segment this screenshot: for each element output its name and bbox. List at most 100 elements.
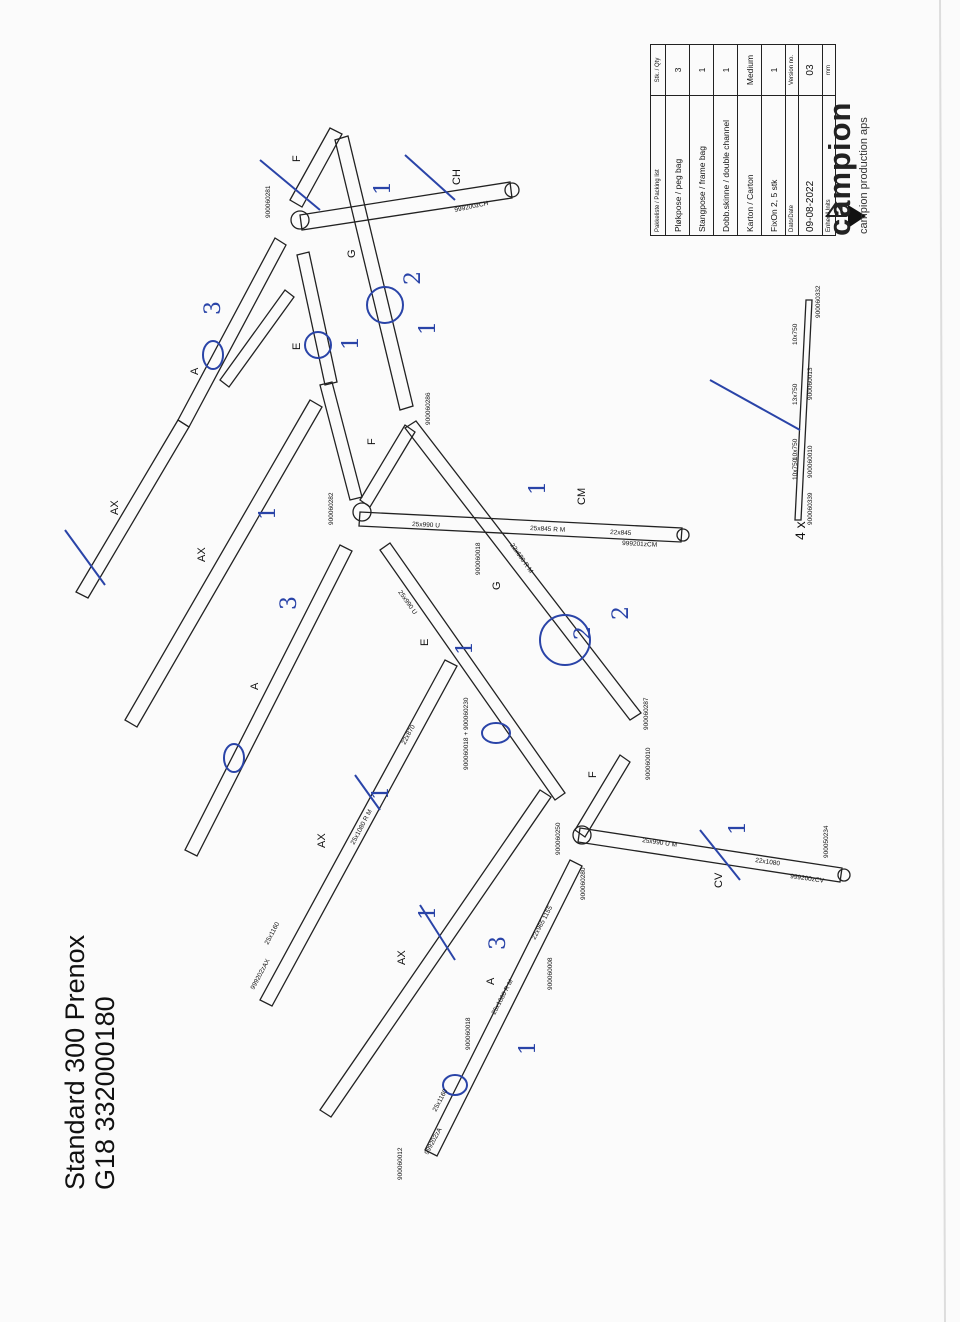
- part-label: 25x1160: [264, 921, 282, 946]
- ink-check: [64, 529, 106, 586]
- packing-list-row: Stangpose / frame bag 1: [689, 44, 714, 236]
- pole-e-mid: [319, 381, 363, 501]
- handwritten-number: 3: [486, 936, 511, 950]
- handwritten-number: 1: [516, 1041, 541, 1055]
- handwritten-number: 1: [416, 906, 441, 920]
- packing-item: Karton / Carton: [737, 95, 762, 236]
- packing-list-row: FixOn 2, 5 stk 1: [761, 44, 786, 236]
- packing-qty: 1: [713, 44, 738, 96]
- packing-list-header-qty: Stk. / Qty: [650, 44, 666, 96]
- packing-item: Pløkpose / peg bag: [665, 95, 690, 236]
- part-label: 22x965 1155: [531, 905, 555, 941]
- pole-f-mid: [359, 424, 416, 508]
- pole-ax-lower-2: [319, 789, 552, 1118]
- part-label: 900060286: [425, 392, 432, 425]
- part-label: 900060250: [555, 822, 562, 855]
- part-label: 900060339: [807, 492, 814, 525]
- part-label: 13x750: [792, 383, 799, 405]
- packing-item: Dobb.skinne / double channel: [713, 95, 738, 236]
- part-label: 900060287: [643, 697, 650, 730]
- pole-letter: AX: [396, 950, 408, 965]
- part-label: 999202zAX: [250, 957, 272, 991]
- connector: [290, 210, 310, 230]
- part-label: 900060280: [580, 867, 587, 900]
- pole-a-top: [177, 237, 287, 428]
- part-labels: 999200zCH 900060281 900060286 900060282 …: [250, 185, 830, 1180]
- packing-list-table: Pakkeliste / Packing list Stk. / Qty Plø…: [650, 44, 836, 236]
- packing-qty: Medium: [737, 44, 762, 96]
- part-label: 999201zCM: [622, 540, 657, 549]
- pole-letter: A: [249, 682, 261, 690]
- part-label: 900060013: [807, 367, 814, 400]
- pole-ax-mid: [124, 399, 323, 728]
- pole-a-mid: [184, 544, 353, 857]
- packing-qty: 1: [689, 44, 714, 96]
- part-label: 10x750: [792, 438, 799, 460]
- part-label: 900060018: [475, 542, 482, 575]
- version-header: Version no.: [785, 44, 799, 96]
- pole-cv: [577, 827, 843, 883]
- pole-letters: F CH G E A AX F AX A E G CM F AX CV AX A: [109, 155, 725, 985]
- ink-circle: [481, 722, 511, 744]
- date-header: Dato/Date: [785, 95, 799, 236]
- handwritten-number: 1: [416, 321, 441, 335]
- handwritten-number: 2: [401, 271, 426, 285]
- pole-ax-top: [75, 419, 190, 599]
- brand-tagline: campion production aps: [858, 117, 870, 234]
- campion-logo-icon: [825, 201, 866, 228]
- pole-ax-lower: [259, 659, 458, 1007]
- part-label: 999200zCH: [454, 200, 489, 214]
- pole-letter: G: [346, 249, 358, 258]
- handwritten-number: 1: [371, 181, 396, 195]
- part-label: 900060281: [265, 185, 272, 218]
- ink-check: [354, 774, 381, 811]
- pole-cv-tip: [837, 868, 851, 882]
- title-line-1: Standard 300 Prenox: [60, 934, 90, 1190]
- ink-circle: [304, 331, 332, 359]
- part-label: 22x845: [610, 529, 632, 537]
- part-label: 10x750: [792, 458, 799, 480]
- packing-item: Stangpose / frame bag: [689, 95, 714, 236]
- pole-a-lower: [424, 859, 583, 1157]
- stake-count: 4 x: [792, 521, 808, 540]
- packing-qty: 3: [665, 44, 690, 96]
- packing-list-row: Dobb.skinne / double channel 1: [713, 44, 738, 236]
- paper-edge: [939, 0, 946, 1322]
- part-label: 22x680 R M: [508, 542, 534, 575]
- ink-circle: [223, 743, 245, 773]
- pole-letter: F: [587, 771, 599, 778]
- ink-circle: [202, 340, 224, 370]
- packing-list-header: Pakkeliste / Packing list Stk. / Qty: [650, 44, 666, 236]
- part-label: 900060010: [807, 445, 814, 478]
- part-label: 25x990 U: [396, 589, 418, 616]
- handwritten-number: 2: [571, 626, 596, 640]
- part-label: 900060282: [328, 492, 335, 525]
- pole-letter: F: [291, 155, 303, 162]
- handwritten-number: 1: [339, 336, 364, 350]
- pole-letter: AX: [196, 547, 208, 562]
- part-label: 25x1160: [432, 1088, 450, 1113]
- revision-version: 03: [798, 44, 823, 96]
- packing-list-row: Karton / Carton Medium: [737, 44, 762, 236]
- pole-letter: A: [189, 367, 201, 375]
- pole-ch-tip: [504, 182, 520, 198]
- revision-row: 09-08-2022 03: [798, 44, 823, 236]
- part-label: 900060010: [645, 747, 652, 780]
- part-label: 900060332: [815, 285, 822, 318]
- handwritten-number: 3: [201, 301, 226, 315]
- handwritten-number: 3: [277, 596, 302, 610]
- pole-f-top: [289, 127, 343, 208]
- handwritten-number: 1: [256, 506, 281, 520]
- revision-header: Dato/Date Version no.: [785, 44, 799, 236]
- packing-qty: 1: [761, 44, 786, 96]
- pole-ch: [299, 181, 513, 231]
- title-block: Standard 300 Prenox G18 332000180: [60, 935, 120, 1190]
- handwritten-number: 1: [526, 481, 551, 495]
- ink-check: [259, 159, 321, 211]
- pole-e-lower: [379, 542, 566, 801]
- pole-letter: F: [366, 438, 378, 445]
- packing-list-row: Pløkpose / peg bag 3: [665, 44, 690, 236]
- handwritten-number: 1: [369, 786, 394, 800]
- ink-circle: [539, 614, 591, 666]
